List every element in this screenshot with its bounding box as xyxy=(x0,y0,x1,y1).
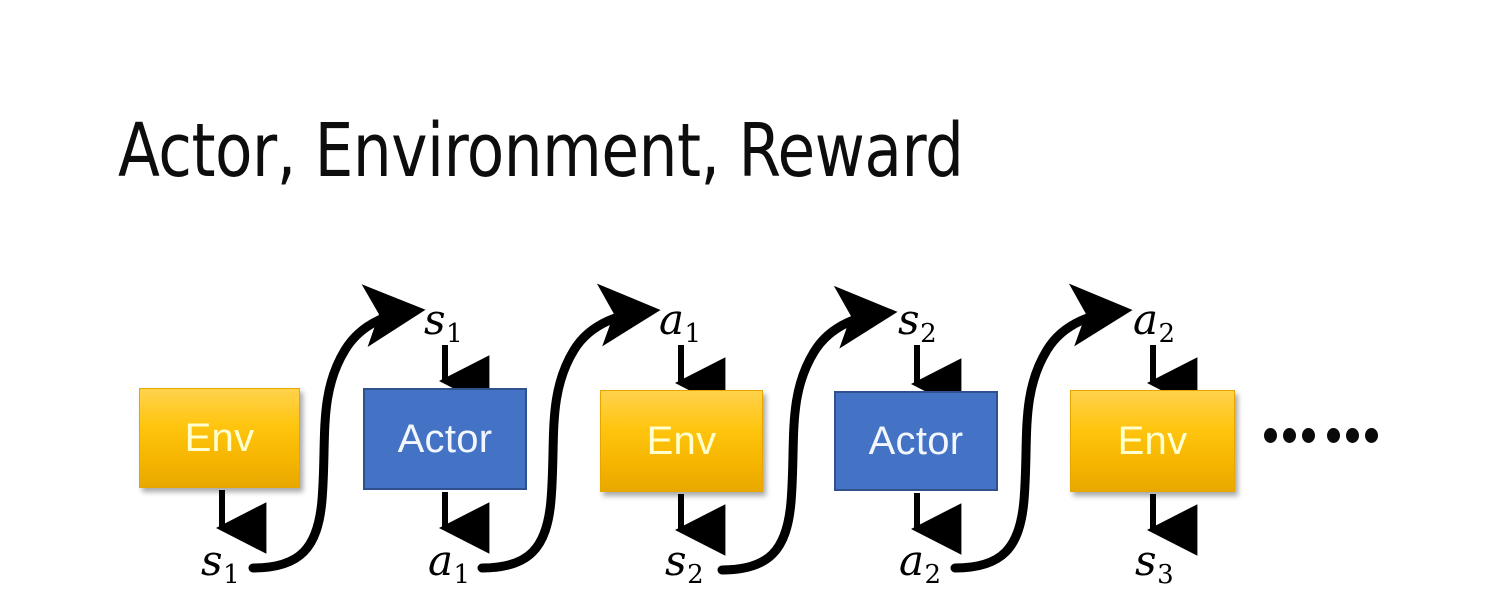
ellipsis-dot xyxy=(1264,428,1277,443)
label-action-a2-bottom: a2 xyxy=(899,540,941,588)
symbol-base: s xyxy=(424,295,446,344)
symbol-subscript: 1 xyxy=(453,559,471,590)
symbol-subscript: 3 xyxy=(1157,559,1174,590)
symbol-subscript: 2 xyxy=(687,559,704,590)
symbol-subscript: 2 xyxy=(920,318,937,349)
ellipsis-continuation xyxy=(1264,428,1378,443)
symbol-base: a xyxy=(1133,295,1159,344)
symbol-subscript: 2 xyxy=(924,559,942,590)
symbol-base: a xyxy=(659,295,685,344)
ellipsis-dot xyxy=(1365,428,1378,443)
symbol-base: a xyxy=(428,536,454,585)
label-state-s3-bottom: s3 xyxy=(1135,540,1174,588)
page-title: Actor, Environment, Reward xyxy=(118,108,964,194)
node-env-2-label: Env xyxy=(646,419,717,463)
symbol-subscript: 1 xyxy=(223,559,240,590)
label-action-a1-top: a1 xyxy=(659,299,701,347)
symbol-base: s xyxy=(665,536,687,585)
ellipsis-dot xyxy=(1283,428,1296,443)
node-env-3[interactable]: Env xyxy=(1070,390,1235,492)
label-state-s1-bottom: s1 xyxy=(201,540,240,588)
node-actor-1[interactable]: Actor xyxy=(363,388,527,490)
ellipsis-dot xyxy=(1346,428,1359,443)
node-env-1[interactable]: Env xyxy=(139,388,300,488)
symbol-subscript: 2 xyxy=(1158,318,1176,349)
symbol-base: a xyxy=(899,536,925,585)
label-state-s2-bottom: s2 xyxy=(665,540,704,588)
ellipsis-dot xyxy=(1327,428,1340,443)
node-actor-1-label: Actor xyxy=(397,417,493,461)
label-action-a1-bottom: a1 xyxy=(428,540,470,588)
symbol-base: s xyxy=(898,295,920,344)
symbol-subscript: 1 xyxy=(684,318,702,349)
symbol-base: s xyxy=(1135,536,1157,585)
ellipsis-dot xyxy=(1302,428,1315,443)
label-state-s2-top: s2 xyxy=(898,299,937,347)
node-actor-2[interactable]: Actor xyxy=(834,391,998,491)
node-env-3-label: Env xyxy=(1117,419,1188,463)
label-action-a2-top: a2 xyxy=(1133,299,1175,347)
label-state-s1-top: s1 xyxy=(424,299,463,347)
symbol-base: s xyxy=(201,536,223,585)
node-actor-2-label: Actor xyxy=(868,419,964,463)
node-env-1-label: Env xyxy=(184,416,255,460)
symbol-subscript: 1 xyxy=(446,318,463,349)
node-env-2[interactable]: Env xyxy=(600,390,763,492)
